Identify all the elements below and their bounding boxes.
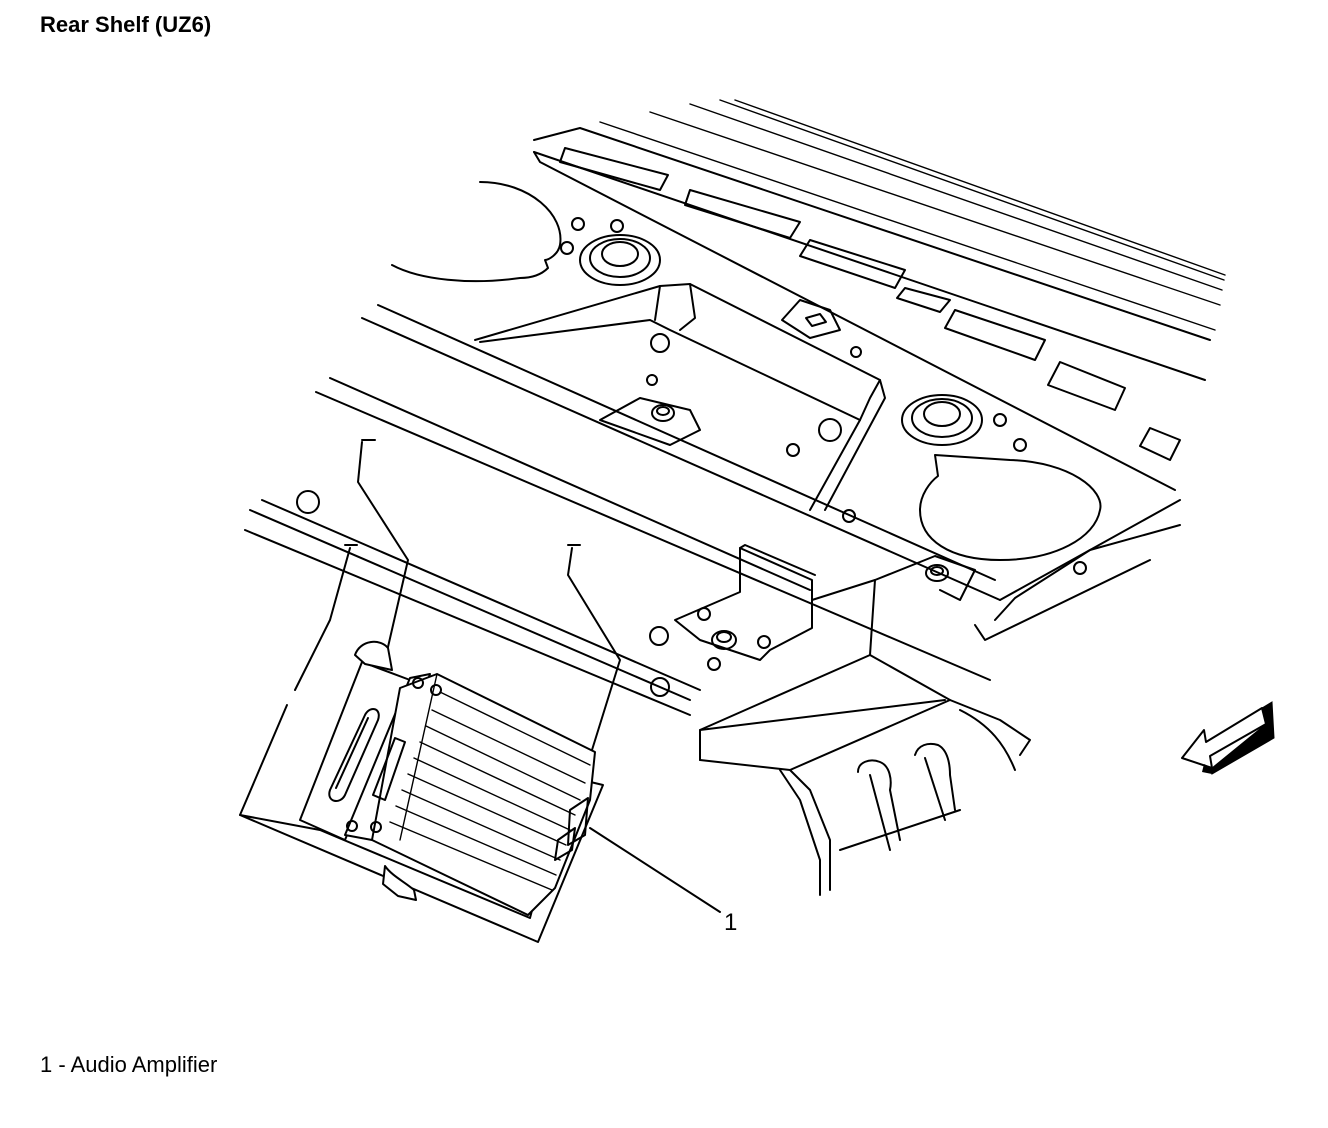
- legend-item: 1 - Audio Amplifier: [40, 1052, 218, 1077]
- center-recess: [474, 283, 886, 523]
- shelf-upper-edges: [533, 99, 1226, 491]
- shelf-vent-slots: [559, 147, 1181, 461]
- callout-leader-line: [589, 827, 721, 913]
- mounting-bracket: [674, 544, 976, 771]
- audio-amplifier: [239, 640, 604, 943]
- cross-member: [244, 304, 1001, 716]
- left-speaker-opening: [391, 181, 661, 286]
- callout-number: 1: [724, 909, 737, 936]
- side-panel: [699, 499, 1181, 896]
- mounting-leader-lines: [239, 439, 621, 816]
- page-title: Rear Shelf (UZ6): [40, 12, 212, 37]
- front-direction-arrow-icon: [1181, 701, 1275, 775]
- right-speaker-opening: [901, 394, 1102, 561]
